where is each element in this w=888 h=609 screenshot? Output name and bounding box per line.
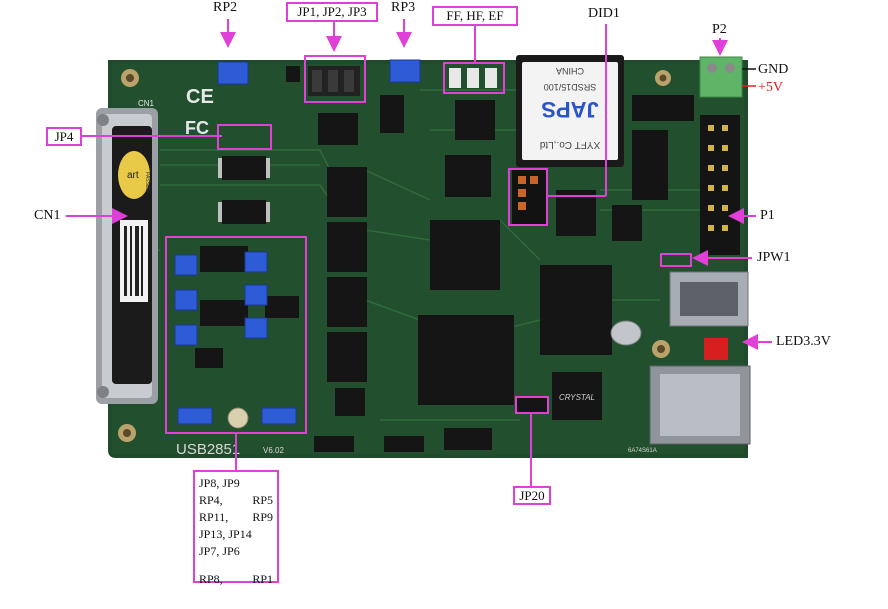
led-indicators	[449, 68, 497, 88]
legend-row: RP8, RP1	[199, 571, 273, 588]
legend-row-b: RP9	[252, 510, 273, 524]
pin-header-right	[632, 95, 740, 255]
jumper-headers-top	[308, 66, 360, 96]
silk-ce: CE	[186, 86, 214, 108]
ic-pins-left	[218, 158, 270, 222]
dcdc-brand-text: JAPS	[541, 97, 598, 122]
label-plus5v: +5V	[758, 80, 784, 95]
label-jp20: JP20	[513, 486, 551, 505]
label-jp123: JP1, JP2, JP3	[286, 2, 378, 22]
silk-model: USB2851	[176, 441, 240, 458]
legend-row: JP13, JP14	[199, 526, 273, 543]
highlight-did1	[508, 168, 548, 226]
memory-chips	[327, 167, 367, 416]
dip-switch	[512, 170, 546, 224]
oscillator	[610, 320, 642, 346]
legend-box: JP8, JP9 RP4, RP5 RP11, RP9 JP13, JP14 JP7…	[193, 470, 279, 586]
legend-row-a: RP11,	[199, 510, 229, 524]
label-led33: LED3.3V	[776, 334, 831, 349]
label-jpw1: JPW1	[757, 250, 791, 265]
label-p1: P1	[760, 208, 775, 223]
bottom-headers	[314, 398, 547, 452]
silk-sticker-art: art	[127, 170, 139, 181]
terminal-block	[699, 56, 743, 98]
highlight-jp123	[304, 55, 366, 103]
silk-sticker-passed: PASSED	[144, 172, 150, 192]
silk-version: V6.02	[263, 446, 284, 455]
silk-cn1: CN1	[138, 99, 155, 108]
legend-row: JP7, JP6	[199, 543, 273, 560]
mounting-holes	[118, 69, 671, 442]
legend-row-a: RP4,	[199, 493, 223, 507]
label-gnd: GND	[758, 62, 789, 77]
analog-chips	[286, 66, 495, 145]
label-jp4: JP4	[46, 127, 82, 146]
dcdc-module	[516, 55, 624, 167]
legend-row-a: JP8, JP9	[199, 476, 240, 490]
legend-row: RP11, RP9	[199, 509, 273, 526]
usb-connector	[669, 271, 749, 327]
dcdc-company-text: XYFT Co.,Ltd	[540, 139, 600, 150]
highlight-ffhfef	[443, 62, 505, 94]
label-ffhfef: FF, HF, EF	[432, 6, 518, 26]
crystal-can	[227, 407, 249, 429]
legend-row: RP4, RP5	[199, 492, 273, 509]
silk-fc: FC	[185, 118, 209, 138]
highlight-jp4	[217, 124, 272, 150]
highlight-jpw1	[660, 253, 692, 267]
led-red	[704, 338, 728, 360]
label-p2: P2	[712, 22, 727, 37]
dcdc-model-text: SRSD15/100	[544, 82, 597, 92]
legend-row-a: JP7, JP6	[199, 544, 240, 558]
dcdc-country-text: CHINA	[556, 66, 584, 76]
trim-potentiometers	[174, 59, 421, 425]
db37-connector	[96, 108, 158, 404]
legend-gap	[199, 560, 273, 571]
legend-row-a: RP8,	[199, 572, 223, 586]
highlight-analog-section	[165, 236, 307, 434]
large-ics	[418, 155, 642, 420]
legend-row-b: RP1	[252, 572, 273, 586]
label-rp3: RP3	[391, 0, 416, 15]
rj45-connector	[649, 365, 751, 445]
terminal-wires	[742, 68, 756, 87]
silk-bottom-code: 6A74S61A	[628, 448, 657, 454]
label-did1: DID1	[588, 6, 620, 21]
label-rp2: RP2	[213, 0, 238, 15]
logic-ics-left	[195, 156, 299, 368]
highlight-jp20	[515, 396, 549, 414]
annotation-leaders	[66, 19, 772, 486]
chip-brand-text: CRYSTAL	[559, 393, 595, 402]
legend-row: JP8, JP9	[199, 475, 273, 492]
legend-row-a: JP13, JP14	[199, 527, 252, 541]
legend-row-b: RP5	[252, 493, 273, 507]
label-cn1: CN1	[34, 208, 61, 223]
